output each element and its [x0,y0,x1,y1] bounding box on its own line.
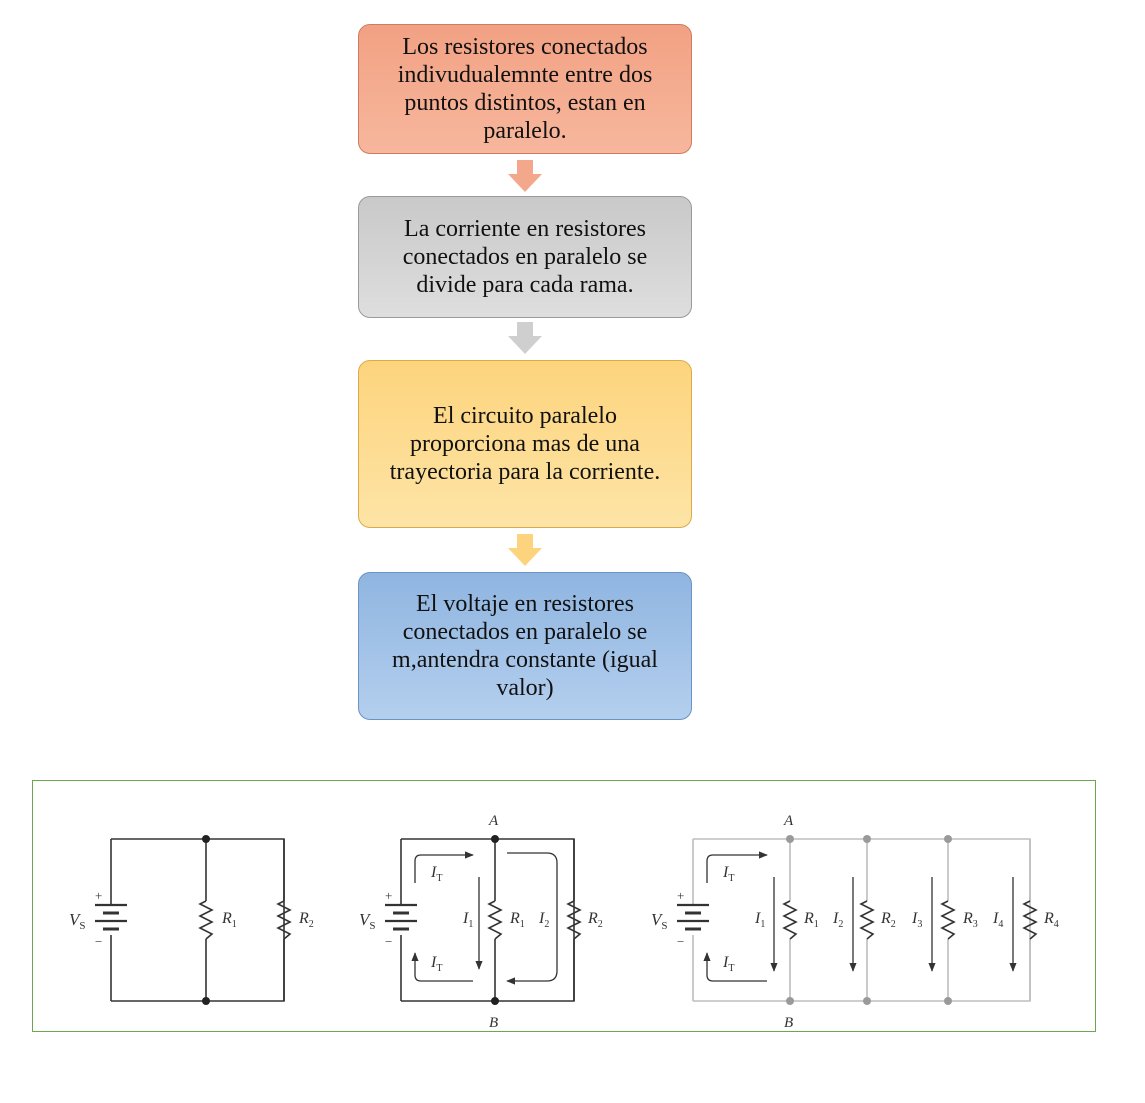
node-dot [786,997,794,1005]
flow-step-4: El voltaje en resistores conectados en p… [358,572,692,720]
plus-sign: + [385,888,392,903]
node-dot [863,835,871,843]
down-arrow-3 [508,534,542,566]
current-arrow-top [414,851,474,883]
resistor-label-r4: R4 [1043,910,1059,930]
circuit-diagrams-panel: + − VS R1 R2 [32,780,1096,1032]
node-label-a: A [488,813,499,829]
minus-sign: − [95,934,102,949]
current-arrow-bottom [703,952,767,982]
flow-step-1: Los resistores conectados indivudualemnt… [358,24,692,154]
total-current-label-top: IT [430,864,442,884]
source-label: VS [359,910,376,932]
branch-current-label-i3: I3 [911,910,922,930]
node-dot [202,997,210,1005]
source-label: VS [69,910,86,932]
resistor-label-r2: R2 [587,910,603,930]
minus-sign: − [385,934,392,949]
plus-sign: + [95,888,102,903]
circuit-2 [385,838,582,1002]
branch-current-label-i2: I2 [832,910,843,930]
flow-step-3: El circuito paralelo proporciona mas de … [358,360,692,528]
current-arrow-bottom [411,952,473,982]
node-dot [863,997,871,1005]
battery-icon [677,903,709,931]
circuit-1 [95,838,292,1002]
node-dot [491,835,499,843]
branch-current-label-i1: I1 [754,910,765,930]
total-current-label-bottom: IT [430,954,442,974]
resistor-label-r2: R2 [298,910,314,930]
resistor-label-r1: R1 [509,910,525,930]
flow-step-2: La corriente en resistores conectados en… [358,196,692,318]
down-arrow-2 [508,322,542,354]
total-current-label-bottom: IT [722,954,734,974]
node-label-a: A [783,813,794,829]
resistor-label-r2: R2 [880,910,896,930]
resistor-label-r1: R1 [221,910,237,930]
node-dot [944,997,952,1005]
circuit-3-components [677,851,1038,982]
circuit-3 [692,838,1031,1002]
minus-sign: − [677,934,684,949]
branch-current-label-i4: I4 [992,910,1003,930]
node-label-b: B [489,1015,498,1031]
resistor-label-r1: R1 [803,910,819,930]
battery-icon [385,903,417,931]
battery-icon [95,903,127,931]
resistor-label-r3: R3 [962,910,978,930]
branch-current-label-i1: I1 [462,910,473,930]
source-label: VS [651,910,668,932]
node-label-b: B [784,1015,793,1031]
branch-current-label-i2: I2 [538,910,549,930]
down-arrow-1 [508,160,542,192]
node-dot [944,835,952,843]
node-dot [202,835,210,843]
total-current-label-top: IT [722,864,734,884]
circuit-diagrams-svg: + − VS R1 R2 [69,813,1059,1031]
plus-sign: + [677,888,684,903]
node-dot [786,835,794,843]
current-arrow-top [706,851,768,883]
node-dot [491,997,499,1005]
current-arrow-i2 [506,852,558,985]
